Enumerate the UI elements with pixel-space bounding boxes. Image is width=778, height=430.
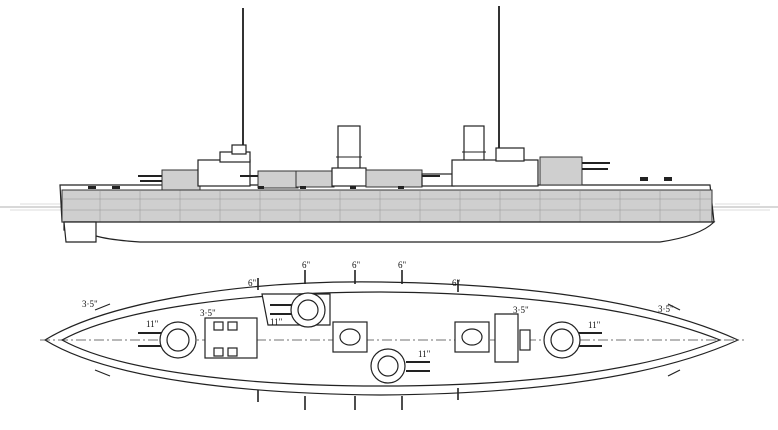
- label-casemate-3: 6": [352, 260, 361, 270]
- label-aft-secondary-inner: 3·5": [513, 305, 529, 315]
- fwd-superstructure: [197, 159, 251, 187]
- wing-turret-b: [370, 348, 430, 384]
- aft-deckhouse-plan: [494, 313, 519, 363]
- wing-turret-b-side: [365, 169, 423, 188]
- aft-superstructure: [451, 159, 539, 187]
- fwd-main-turret: [138, 321, 197, 359]
- aft-turret-side: [539, 156, 583, 186]
- deck-edge: [60, 291, 722, 387]
- label-fwd-main: 11": [146, 319, 159, 329]
- label-bow-secondary-port: 3·5": [82, 299, 98, 309]
- aft-bridge: [495, 147, 525, 162]
- label-aft-main: 11": [588, 320, 601, 330]
- label-casemate-1: 6": [248, 278, 257, 288]
- label-casemate-2: 6": [302, 260, 311, 270]
- fwd-gun-3p5-c: [227, 321, 238, 331]
- wing-turret-a-side: [257, 170, 299, 189]
- casemate-marks: [88, 177, 672, 189]
- aft-gun-3p5: [519, 329, 531, 351]
- label-wing-b-main: 11": [418, 349, 431, 359]
- funnel-base-fore: [331, 167, 367, 187]
- fwd-gun-3p5-a: [213, 321, 224, 331]
- conning-tower: [231, 144, 247, 155]
- label-casemate-5: 6": [452, 278, 461, 288]
- elevation-gun-barrels: [138, 162, 610, 182]
- label-casemate-4: 6": [398, 260, 407, 270]
- belt-plating: [62, 190, 712, 222]
- hull-lower: [63, 221, 716, 243]
- fore-turret-side: [161, 169, 201, 191]
- fwd-gun-3p5-d: [227, 347, 238, 357]
- midship-deckhouse: [295, 170, 335, 188]
- side-elevation: [0, 6, 778, 243]
- fwd-gun-3p5-b: [213, 347, 224, 357]
- deck-plan: 3·5" 3·5" 11" 11" 11" 3·5" 11" 3·5" 6" 6…: [40, 260, 744, 410]
- armor-belt: [61, 189, 713, 223]
- wing-turret-a: [261, 292, 331, 328]
- aft-main-turret: [543, 321, 602, 359]
- rudder: [63, 221, 97, 243]
- casemate-stubs: [94, 270, 681, 410]
- label-bow-secondary-inner: 3·5": [200, 308, 216, 318]
- fore-funnel: [337, 125, 361, 173]
- label-stern-secondary: 3·5": [658, 304, 674, 314]
- label-wing-a-main: 11": [270, 317, 283, 327]
